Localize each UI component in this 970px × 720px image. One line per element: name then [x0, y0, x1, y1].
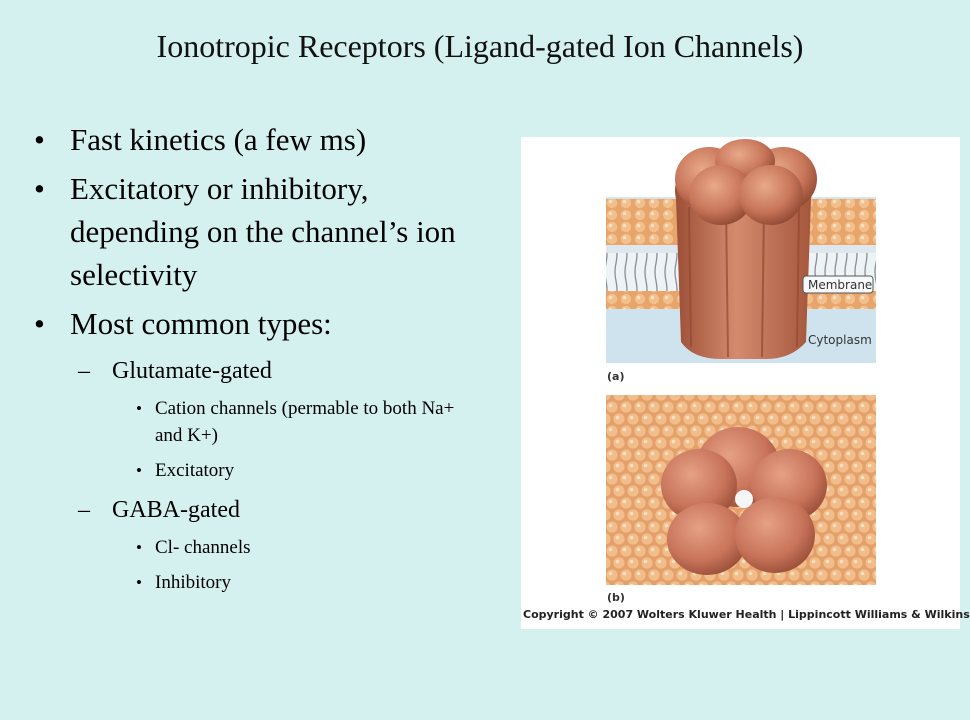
bullet-list: • Fast kinetics (a few ms) • Excitatory …: [34, 118, 504, 604]
bullet-dot: •: [136, 461, 142, 480]
panel-a-label: (a): [607, 370, 624, 383]
ion-channel-figure: Membrane Cytoplasm (a) (b) Copyright © 2…: [521, 137, 970, 629]
bullet-item: • Fast kinetics (a few ms): [34, 118, 504, 161]
panel-b-top-view: (b): [606, 395, 876, 604]
bullet-text: Most common types:: [70, 306, 332, 341]
subtype-label: GABA-gated: [112, 497, 240, 523]
detail-text: Cation channels (permable to both Na+ an…: [155, 398, 455, 446]
detail-text: Excitatory: [155, 460, 235, 481]
subtype-label: Glutamate-gated: [112, 358, 272, 384]
cytoplasm-label: Cytoplasm: [808, 333, 872, 347]
subtype-item-gaba: – GABA-gated: [34, 494, 504, 526]
copyright-text: Copyright © 2007 Wolters Kluwer Health |…: [523, 608, 970, 621]
detail-text: Inhibitory: [155, 572, 231, 593]
detail-text: Cl- channels: [155, 537, 251, 558]
panel-a-membrane-view: Membrane Cytoplasm (a): [606, 139, 876, 383]
detail-item: • Excitatory: [34, 457, 455, 484]
bullet-dot: •: [34, 122, 45, 157]
dash-marker: –: [78, 358, 90, 384]
bullet-text: Fast kinetics (a few ms): [70, 122, 367, 157]
bullet-item: • Excitatory or inhibitory, depending on…: [34, 167, 504, 296]
slide-title: Ionotropic Receptors (Ligand-gated Ion C…: [156, 28, 804, 64]
bullet-dot: •: [34, 306, 45, 341]
bullet-dot: •: [136, 538, 142, 557]
bullet-text: Excitatory or inhibitory, depending on t…: [70, 171, 456, 292]
bullet-dot: •: [136, 573, 142, 592]
subtype-item-glutamate: – Glutamate-gated: [34, 355, 504, 387]
panel-b-label: (b): [607, 591, 625, 604]
membrane-label: Membrane: [808, 278, 872, 292]
detail-item: • Cl- channels: [34, 534, 455, 561]
dash-marker: –: [78, 497, 90, 523]
detail-item: • Inhibitory: [34, 569, 455, 596]
bullet-dot: •: [136, 399, 142, 418]
bullet-dot: •: [34, 171, 45, 206]
bullet-item: • Most common types:: [34, 302, 504, 345]
detail-item: • Cation channels (permable to both Na+ …: [34, 395, 455, 449]
